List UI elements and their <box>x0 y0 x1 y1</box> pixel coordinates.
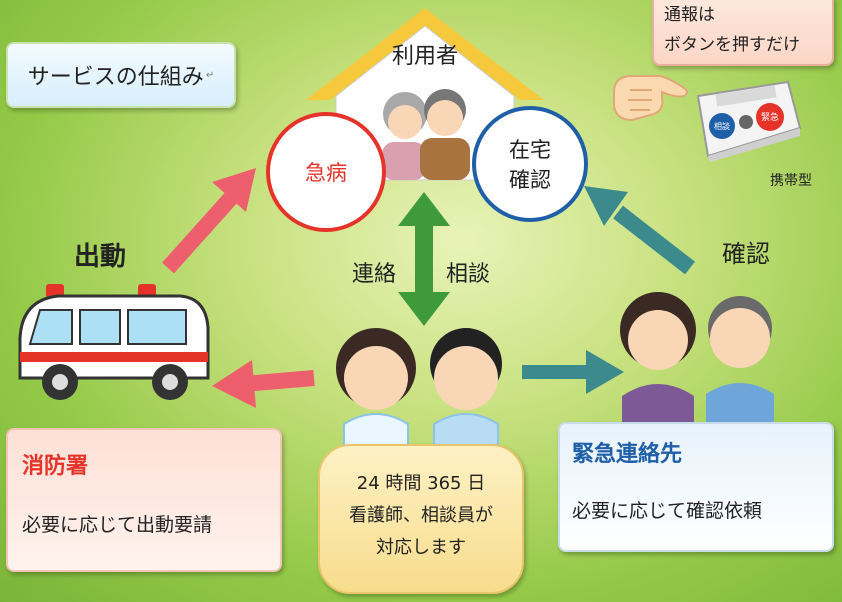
dispatch-label: 出動 <box>74 242 127 272</box>
dispatch-arrow <box>162 168 256 274</box>
page-title: サービスの仕組み <box>27 65 204 90</box>
fire-station-box: 消防署 必要に応じて出動要請 <box>6 428 282 572</box>
call-center-line-2: 看護師、相談員が <box>349 505 493 526</box>
notice-line-1: 通報は <box>664 5 715 25</box>
title-box: サービスの仕組み↵ <box>6 42 236 108</box>
device-label: 携帯型 <box>770 173 812 189</box>
emergency-call-device-icon: 相談 緊急 <box>696 80 802 162</box>
contact-consult-arrow <box>398 192 450 326</box>
staff-illustration <box>336 328 502 448</box>
emergency-contact-people-illustration <box>620 292 774 426</box>
return-mark-icon: ↵ <box>205 69 215 81</box>
ambulance-icon <box>18 284 210 400</box>
home-check-circle: 在宅 確認 <box>472 106 588 222</box>
device-emergency-button-label: 緊急 <box>761 111 779 123</box>
emergency-contact-box: 緊急連絡先 必要に応じて確認依頼 <box>558 422 834 552</box>
consult-label: 相談 <box>446 262 491 287</box>
confirm-request-arrow <box>522 350 624 394</box>
notice-box: 通報は ボタンを押すだけ <box>652 0 834 66</box>
device-consult-button-label: 相談 <box>714 121 730 131</box>
request-arrow <box>212 360 315 408</box>
notice-line-2: ボタンを押すだけ <box>664 35 800 55</box>
emergency-contact-text: 必要に応じて確認依頼 <box>572 500 763 522</box>
home-check-line-1: 在宅 <box>509 138 551 162</box>
emergency-illness-label: 急病 <box>305 161 347 185</box>
emergency-illness-circle: 急病 <box>266 112 386 232</box>
confirm-label: 確認 <box>722 240 770 268</box>
confirm-arrow <box>584 186 695 275</box>
pointing-hand-icon <box>613 75 688 122</box>
call-center-line-3: 対応します <box>376 537 466 558</box>
house-label: 利用者 <box>392 44 459 69</box>
fire-station-title: 消防署 <box>22 454 89 479</box>
fire-station-text: 必要に応じて出動要請 <box>22 514 213 536</box>
home-check-line-2: 確認 <box>509 168 551 192</box>
call-center-box: 24 時間 365 日 看護師、相談員が 対応します <box>318 444 524 594</box>
emergency-contact-title: 緊急連絡先 <box>572 442 683 467</box>
house-icon <box>306 8 544 181</box>
contact-label: 連絡 <box>352 262 397 287</box>
call-center-line-1: 24 時間 365 日 <box>356 473 486 494</box>
